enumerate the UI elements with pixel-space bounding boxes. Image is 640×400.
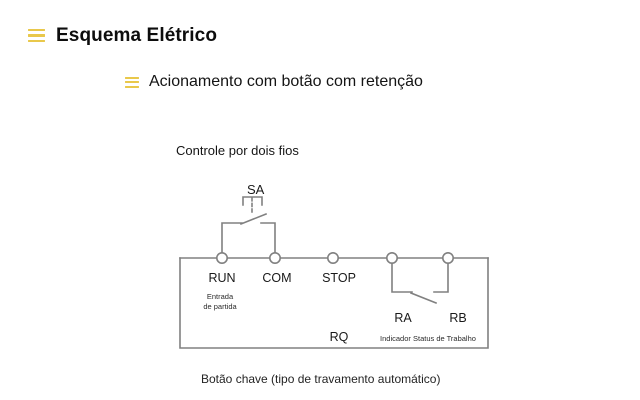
terminal-run xyxy=(216,252,229,265)
figure-heading: Controle por dois fios xyxy=(176,143,299,158)
hamburger-bullet-icon xyxy=(125,76,139,88)
sa-branch-right xyxy=(260,222,276,254)
sa-switch-label: SA xyxy=(247,182,265,197)
rarb-branch-right xyxy=(433,262,449,293)
annotation-entrada-line2: de partida xyxy=(203,302,237,311)
sa-actuator-head xyxy=(242,196,263,206)
terminal-label-com: COM xyxy=(262,271,291,285)
hamburger-bullet-icon xyxy=(28,28,45,43)
figure-caption: Botão chave (tipo de travamento automáti… xyxy=(201,372,441,386)
terminal-label-ra: RA xyxy=(394,311,412,325)
sa-contact-blade xyxy=(239,212,268,226)
terminal-label-rb: RB xyxy=(449,311,466,325)
rarb-contact-blade xyxy=(409,291,438,305)
subtitle-label: Acionamento com botão com retenção xyxy=(149,73,423,90)
terminal-label-stop: STOP xyxy=(322,271,356,285)
enclosure-outline xyxy=(179,257,489,349)
page-title: Esquema Elétrico xyxy=(56,25,218,46)
terminal-com xyxy=(268,252,281,265)
slide-heading: Esquema Elétrico xyxy=(28,26,217,45)
annotation-indicador-status: Indicador Status de Trabalho xyxy=(380,334,476,343)
annotation-rq: RQ xyxy=(330,330,349,344)
terminal-stop xyxy=(326,252,339,265)
slide-subheading: Acionamento com botão com retenção xyxy=(125,74,423,90)
annotation-entrada-line1: Entrada xyxy=(207,292,234,301)
rarb-branch-left xyxy=(391,262,413,293)
terminal-ra xyxy=(385,252,398,265)
terminal-rb xyxy=(441,252,454,265)
sa-branch-left xyxy=(221,222,243,254)
terminal-label-run: RUN xyxy=(208,271,235,285)
